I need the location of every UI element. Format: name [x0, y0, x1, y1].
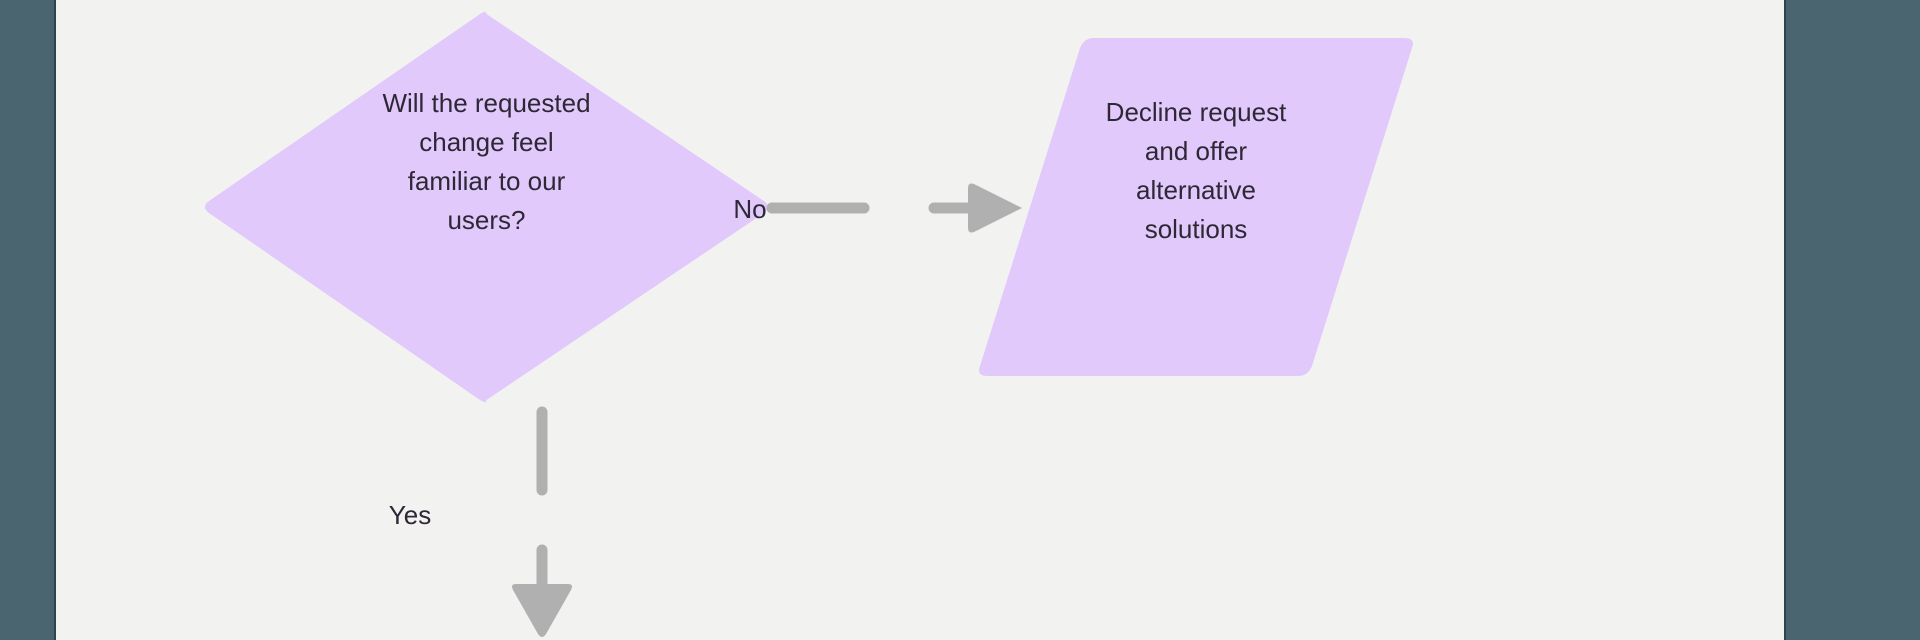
decline-node-shape[interactable] [976, 38, 1416, 376]
right-gutter-divider [1784, 0, 1786, 640]
left-app-gutter [0, 0, 54, 640]
edge-no-connector[interactable] [756, 150, 1096, 270]
diagram-canvas[interactable]: Will the requested change feel familiar … [56, 0, 1784, 640]
edge-yes-connector[interactable] [456, 400, 656, 640]
decision-node-shape[interactable] [203, 8, 770, 406]
left-gutter-divider [54, 0, 56, 640]
right-app-gutter [1786, 0, 1920, 640]
edge-yes-label: Yes [388, 500, 432, 530]
